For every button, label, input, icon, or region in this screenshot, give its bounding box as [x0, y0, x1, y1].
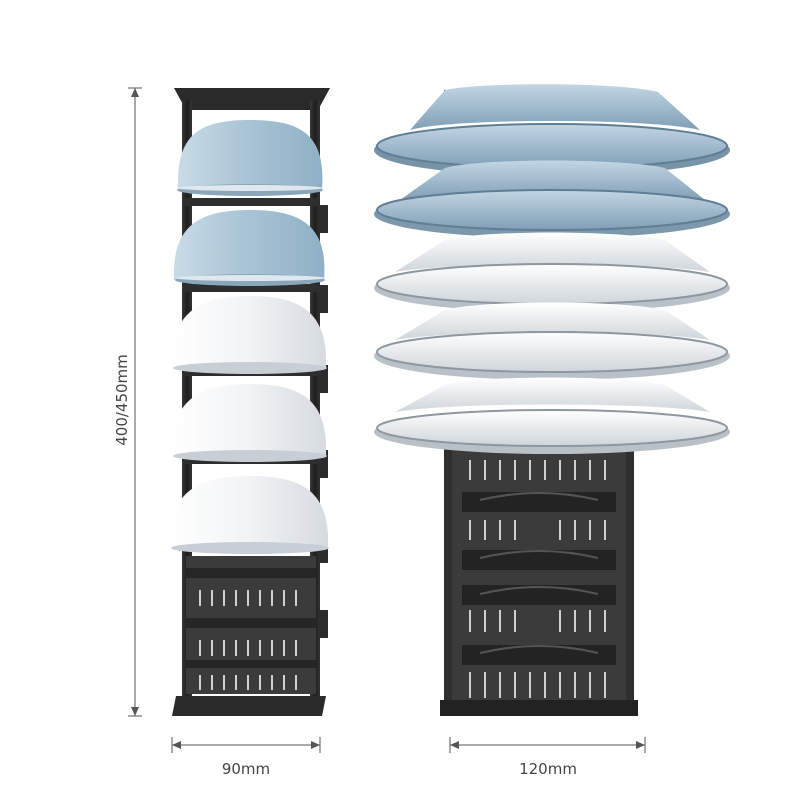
plate-3 [374, 232, 730, 312]
width-small-dimension-label: 90mm [221, 760, 271, 778]
bowl-1 [177, 120, 323, 196]
width-large-dimension [449, 737, 646, 753]
bowl-rack-lower-tiers [186, 556, 316, 694]
bowl-2 [173, 210, 325, 286]
plate-rack-wires [469, 460, 606, 698]
bowl-3 [171, 296, 327, 374]
bowl-rack-post-right [310, 100, 320, 710]
bowl-4 [171, 384, 327, 462]
plate-1 [374, 84, 730, 176]
bowl-rack-top-cap [174, 88, 330, 110]
plate-4 [374, 302, 730, 380]
plate-rack [374, 84, 730, 716]
height-dimension [128, 87, 142, 717]
bowl-5 [169, 476, 329, 554]
width-large-dimension-label: 120mm [519, 760, 577, 778]
bowl-rack-base [172, 696, 326, 716]
plate-5 [374, 377, 730, 454]
plate-2 [374, 160, 730, 238]
width-small-dimension [171, 737, 321, 753]
height-dimension-label: 400/450mm [113, 354, 131, 446]
bowl-rack [169, 88, 330, 716]
